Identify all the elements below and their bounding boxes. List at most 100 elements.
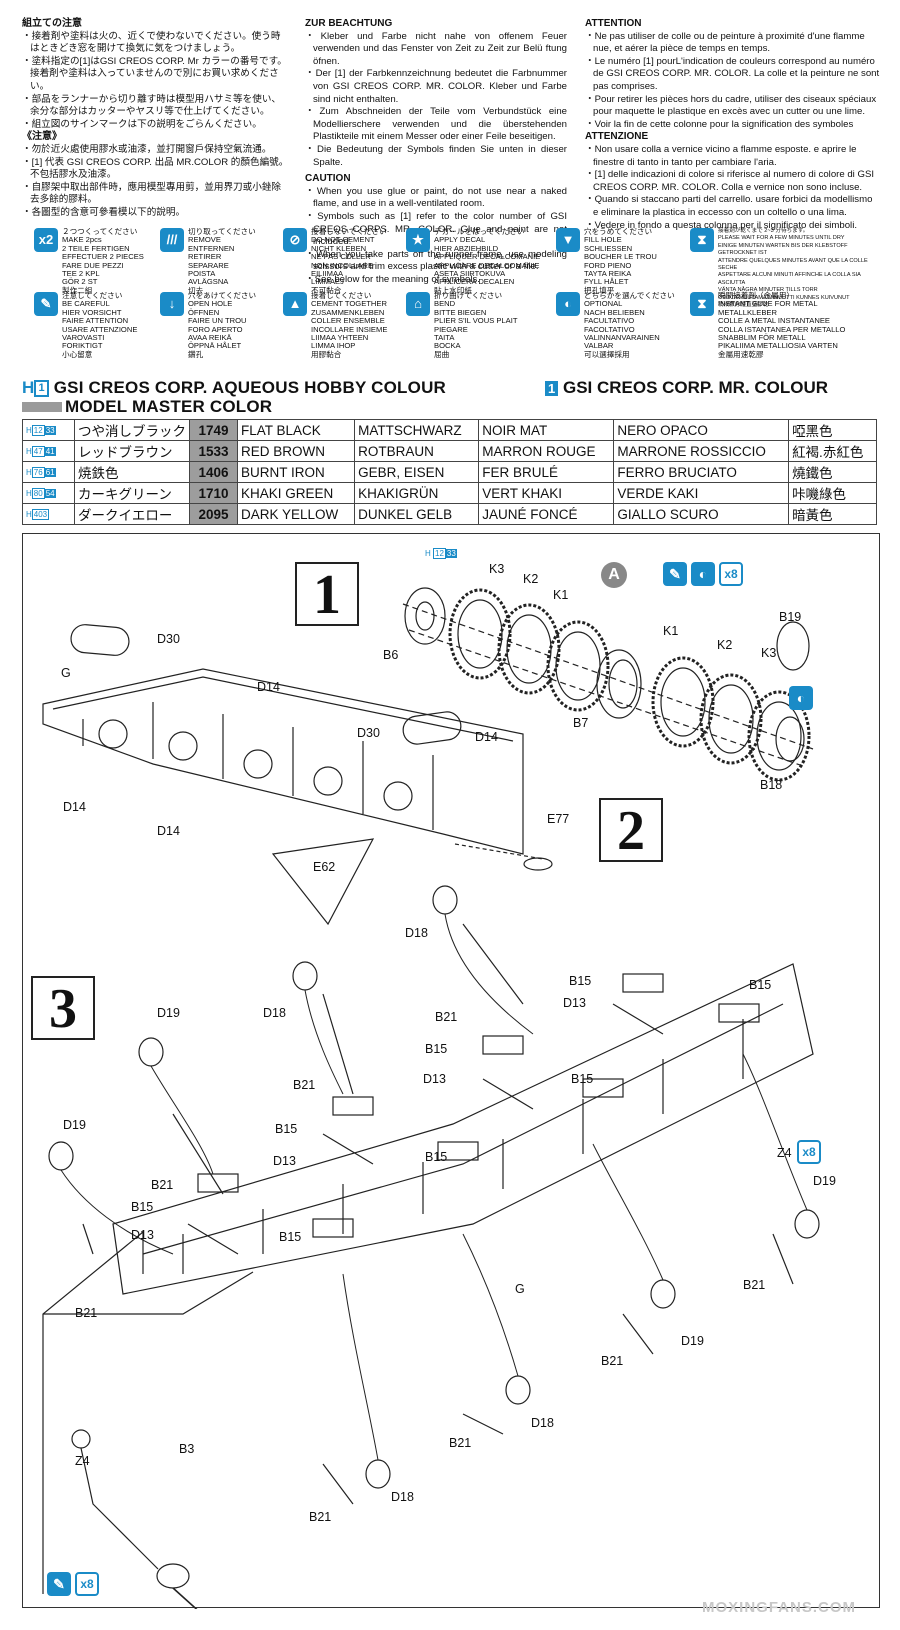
label-b21: B21 xyxy=(601,1354,624,1368)
sprocket-k3-left xyxy=(448,588,512,680)
label-d14: D14 xyxy=(157,824,180,838)
color-name-jp: カーキグリーン xyxy=(74,482,190,504)
step-3-number: 3 xyxy=(31,976,95,1040)
notes-it-title: ATTENZIONE xyxy=(585,131,649,143)
notes-it-item: ・Quando si staccano parti del carrello. … xyxy=(585,194,873,218)
notes-en-item: ・When you take parts off the runner fram… xyxy=(305,248,567,273)
notes-fr-title: ATTENTION xyxy=(585,18,642,29)
model-master-title: MODEL MASTER COLOR xyxy=(65,397,273,416)
color-name-cn: 暗黃色 xyxy=(788,503,877,525)
step-1-number: 1 xyxy=(295,562,359,626)
label-b15: B15 xyxy=(279,1230,302,1244)
notes-fr-item: ・Le numéro [1] pourL'indication de coule… xyxy=(585,55,880,92)
color-heading-right: 1 GSI CREOS CORP. MR. COLOUR xyxy=(545,378,828,398)
color-name-it: GIALLO SCURO xyxy=(613,503,790,525)
label-b21: B21 xyxy=(449,1436,472,1450)
color-name-de: GEBR, EISEN xyxy=(354,461,480,483)
color-name-fr: VERT KHAKI xyxy=(478,482,615,504)
label-d18: D18 xyxy=(263,1006,286,1020)
notes-it-item: ・[1] delle indicazioni di colore si rife… xyxy=(585,169,875,193)
label-b15: B15 xyxy=(131,1200,154,1214)
label-k2-right: K2 xyxy=(717,638,733,652)
part-b7-hub xyxy=(596,649,642,719)
color-code-mr: 54 xyxy=(44,488,56,498)
color-name-jp: 焼鉄色 xyxy=(74,461,190,483)
label-e77: E77 xyxy=(547,812,570,826)
notes-de-item: ・Kleber und Farbe nicht nahe von offenem… xyxy=(305,30,567,67)
notes-de-item: ・Zum Abschneiden der Teile vom Verbundst… xyxy=(305,106,567,143)
part-e62 xyxy=(271,838,375,926)
part-d18 xyxy=(365,1459,391,1489)
remove-icon: /// xyxy=(160,228,184,252)
color-code-h: H xyxy=(26,425,32,435)
notes-jp-item: ・部品をランナーから切り離す時は模型用ハサミ等を使い、余分な部分はカッターやヤス… xyxy=(22,93,282,118)
color-name-cn: 紅褐.赤紅色 xyxy=(788,440,877,462)
sprocket-k1-left xyxy=(546,620,610,712)
color-name-en: FLAT BLACK xyxy=(236,419,356,441)
label-b15: B15 xyxy=(749,978,772,992)
label-k1-left: K1 xyxy=(553,588,569,602)
hobby-color-number: 1 xyxy=(34,380,49,397)
label-d18: D18 xyxy=(391,1490,414,1504)
label-b21: B21 xyxy=(743,1278,766,1292)
make-eight-icon: x8 xyxy=(719,562,743,586)
label-d13: D13 xyxy=(273,1154,296,1168)
color-name-de: KHAKIGRÜN xyxy=(354,482,480,504)
notes-cn-title: 《注意》 xyxy=(22,131,62,143)
color-hobby-number: 12 xyxy=(433,548,446,559)
notes-fr-item: ・Voir la fin de cette colonne pour la si… xyxy=(585,118,854,130)
color-name-it: NERO OPACO xyxy=(613,419,790,441)
careful-icon: ✎ xyxy=(663,562,687,586)
color-code-hobby: 80 xyxy=(31,487,45,499)
color-model-master-number: 2095 xyxy=(189,503,238,525)
label-b21: B21 xyxy=(75,1306,98,1320)
instant-glue-icon: ⧗ xyxy=(690,292,714,316)
color-code-h: H xyxy=(26,446,32,456)
color-code-mr: 61 xyxy=(44,467,56,477)
label-b15: B15 xyxy=(425,1150,448,1164)
label-k3-right: K3 xyxy=(761,646,777,660)
label-d19: D19 xyxy=(63,1118,86,1132)
label-k2-left: K2 xyxy=(523,572,539,586)
label-b21: B21 xyxy=(435,1010,458,1024)
chassis-part-g xyxy=(112,963,814,1295)
symbol-text: 接着してください CEMENT TOGETHER ZUSAMMENKLEBEN … xyxy=(311,291,388,359)
part-d19 xyxy=(138,1037,164,1067)
label-d19: D19 xyxy=(813,1174,836,1188)
part-b3-cap xyxy=(156,1563,190,1589)
color-name-en: RED BROWN xyxy=(236,440,356,462)
label-d18: D18 xyxy=(405,926,428,940)
label-b18: B18 xyxy=(760,778,783,792)
optional-icon: ◐ xyxy=(789,686,813,710)
part-d18 xyxy=(432,885,458,915)
symbol-text: 穴をあけてください OPEN HOLE ÖFFNEN FAIRE UN TROU… xyxy=(188,291,257,359)
no-glue-icon: ⊘ xyxy=(283,228,307,252)
sequence-a-marker: A xyxy=(601,562,627,588)
label-b21: B21 xyxy=(151,1178,174,1192)
part-b19-cap xyxy=(776,621,810,671)
hobby-color-title: GSI CREOS CORP. AQUEOUS HOBBY COLOUR xyxy=(53,378,447,397)
label-k1-right: K1 xyxy=(663,624,679,638)
sprocket-k2-right xyxy=(699,673,763,765)
color-tag: H xyxy=(425,549,431,558)
symbol-text: 穴をうめてください FILL HOLE SCHLIESSEN BOUCHER L… xyxy=(584,227,657,295)
careful-icon: ✎ xyxy=(34,292,58,316)
label-b15: B15 xyxy=(571,1072,594,1086)
color-name-en: BURNT IRON xyxy=(236,461,356,483)
color-name-it: FERRO BRUCIATO xyxy=(613,461,790,483)
color-code-mr: 33 xyxy=(44,425,56,435)
part-b6-hub xyxy=(404,587,446,645)
notes-german-english: ZUR BEACHTUNG ・Kleber und Farbe nicht na… xyxy=(305,18,567,286)
optional-icon: ◐ xyxy=(556,292,580,316)
label-g-hull: G xyxy=(61,666,71,680)
notes-it-item: ・Vedere in fondo a questa colonna per il… xyxy=(585,219,857,231)
notes-en-item: ・See below for the meaning of symbols. xyxy=(305,273,480,285)
label-b6: B6 xyxy=(383,648,399,662)
hull-part-g xyxy=(42,668,524,855)
assembly-drawing xyxy=(42,587,820,1609)
notes-en-title: CAUTION xyxy=(305,173,351,185)
